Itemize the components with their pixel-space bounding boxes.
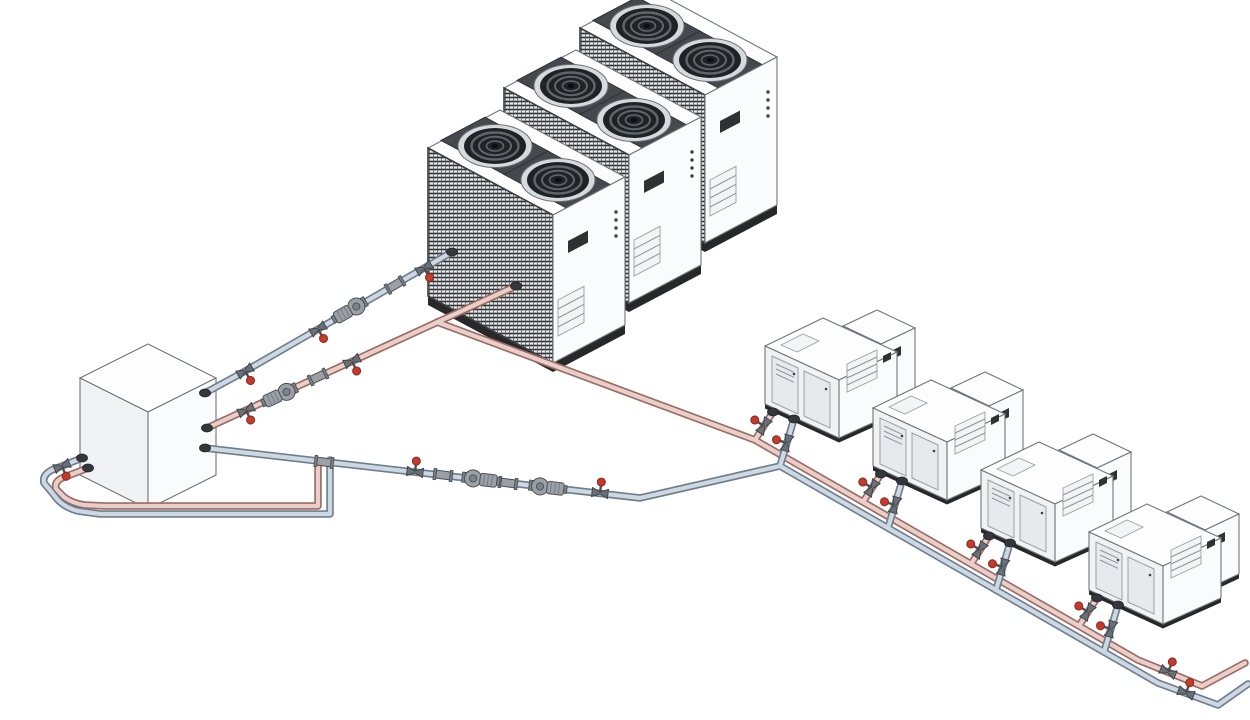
- chiller-flange: [510, 281, 522, 291]
- supply-pipe-tank-loop-core: [53, 459, 321, 509]
- return-pipe-tank-loop-core: [41, 455, 333, 517]
- tank-flange: [201, 423, 213, 433]
- tank-flange: [199, 388, 211, 398]
- ahu-flange: [1091, 593, 1103, 603]
- primary-pump-2: [257, 379, 301, 412]
- tank-side-face: [147, 377, 217, 510]
- ahu-flange: [1004, 538, 1016, 548]
- ahu-flange: [788, 414, 800, 424]
- pipe-coupling: [313, 454, 335, 470]
- buffer-tank: [78, 343, 218, 510]
- pipe-coupling: [306, 367, 330, 387]
- ahu-flange: [767, 407, 779, 417]
- tank-flange: [199, 443, 211, 453]
- supply-pipe-chiller-to-tank-core: [204, 283, 519, 431]
- ahu-flange: [983, 531, 995, 541]
- ahu-flange: [896, 476, 908, 486]
- secondary-pump-2: [527, 476, 569, 499]
- primary-pump-1: [328, 293, 371, 328]
- pipe-coupling: [432, 467, 454, 483]
- tank-flange: [82, 463, 94, 473]
- ahu-flange: [1112, 600, 1124, 610]
- tank-flange: [76, 453, 88, 463]
- chiller-bank: [428, 0, 777, 372]
- ahu-flange: [875, 469, 887, 479]
- chiller-flange: [446, 247, 458, 257]
- secondary-pump-1: [460, 468, 502, 491]
- pipe-coupling: [497, 475, 519, 491]
